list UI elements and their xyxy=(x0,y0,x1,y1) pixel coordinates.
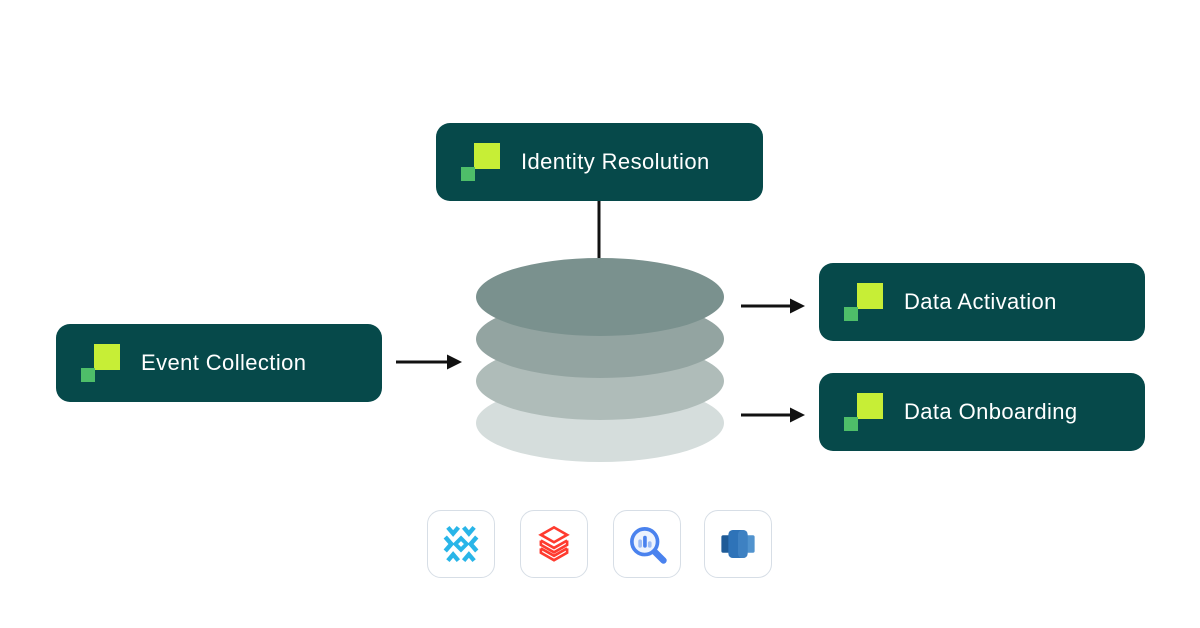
warehouse-layer-1 xyxy=(476,258,724,336)
bigquery-icon xyxy=(630,527,667,564)
logo-green-square xyxy=(461,167,475,181)
card-bigquery xyxy=(613,510,681,578)
integration-card-row xyxy=(0,510,1200,578)
logo-green-square xyxy=(844,417,858,431)
logo-green-square xyxy=(81,368,95,382)
logo-green-square xyxy=(844,307,858,321)
node-data-onboarding: Data Onboarding xyxy=(819,373,1145,451)
node-identity-resolution: Identity Resolution xyxy=(436,123,763,201)
arrow-warehouse-to-activation xyxy=(741,298,805,314)
redshift-icon xyxy=(721,530,755,558)
brand-logo-icon xyxy=(842,282,884,322)
arrow-warehouse-to-onboarding xyxy=(741,407,805,423)
databricks-icon xyxy=(538,525,570,562)
logo-lime-square xyxy=(94,344,120,370)
logo-lime-square xyxy=(857,283,883,309)
node-label: Data Activation xyxy=(904,289,1057,314)
node-label: Identity Resolution xyxy=(521,149,710,174)
logo-lime-square xyxy=(474,143,500,169)
node-data-activation: Data Activation xyxy=(819,263,1145,341)
brand-logo-icon xyxy=(842,392,884,432)
card-databricks xyxy=(520,510,588,578)
brand-logo-icon xyxy=(459,142,501,182)
brand-logo-icon xyxy=(79,343,121,383)
snowflake-icon xyxy=(443,525,479,563)
card-redshift xyxy=(704,510,772,578)
node-label: Data Onboarding xyxy=(904,399,1078,424)
arrow-event-to-warehouse xyxy=(396,354,462,370)
card-snowflake xyxy=(427,510,495,578)
logo-lime-square xyxy=(857,393,883,419)
node-event-collection: Event Collection xyxy=(56,324,382,402)
node-label: Event Collection xyxy=(141,350,307,375)
